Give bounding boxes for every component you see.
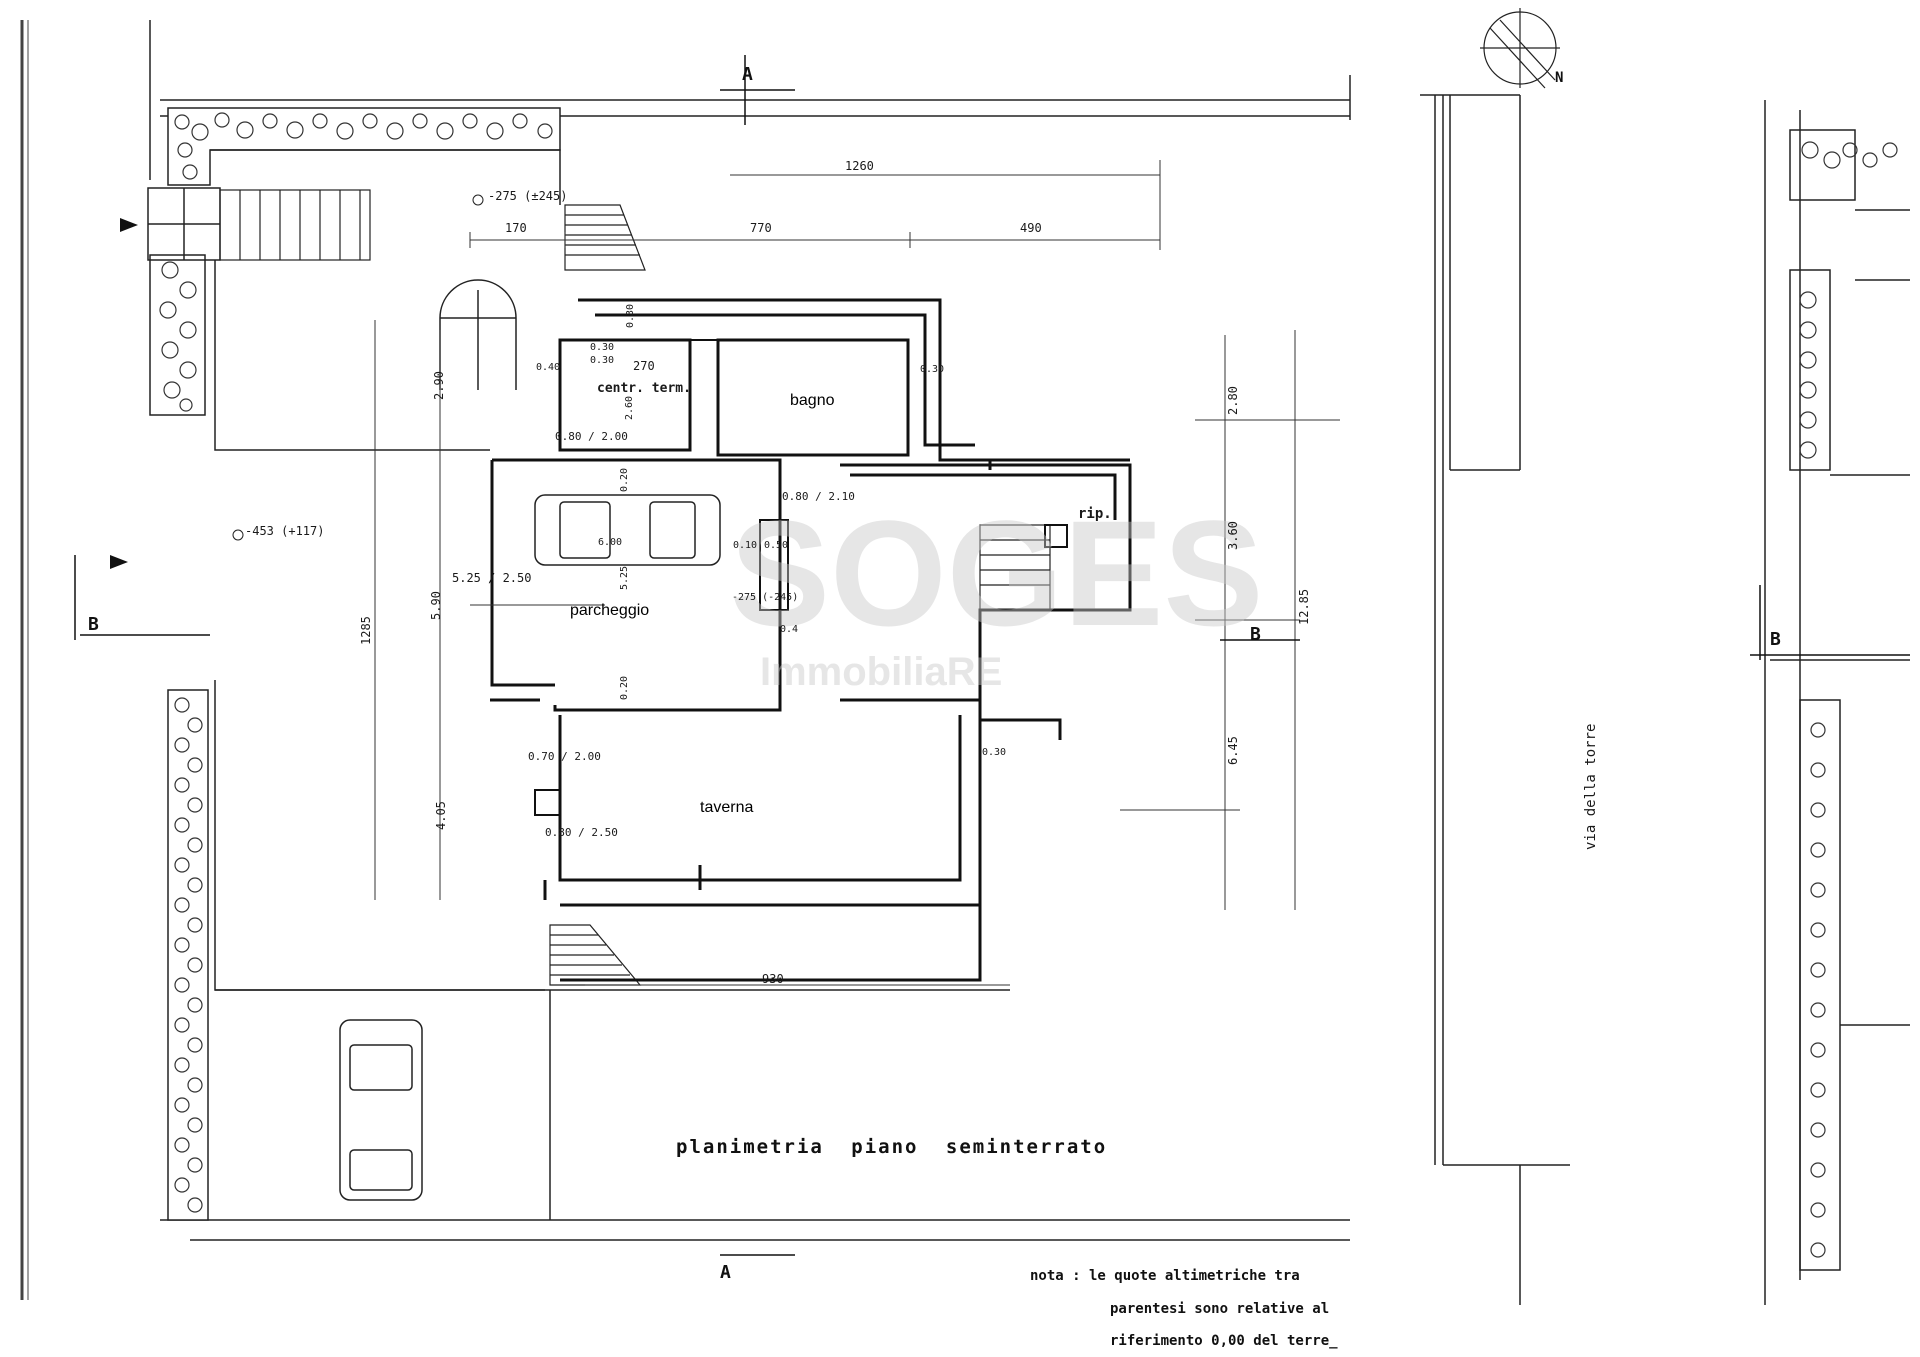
dim-5-90: 5.90 (429, 591, 443, 620)
hedge-left-upper (149, 254, 206, 416)
stairs-bottom (549, 924, 642, 986)
dim-6-45: 6.45 (1226, 736, 1240, 765)
note-line-1: nota : le quote altimetriche tra (1030, 1268, 1300, 1284)
dim-0-30-e: 0.30 (982, 747, 1006, 758)
car-courtyard (339, 1019, 423, 1201)
building-walls (490, 298, 1132, 982)
stairs-top-right (564, 204, 646, 271)
level-marker-yard (232, 529, 244, 541)
section-markers (74, 55, 1910, 1256)
room-label-bagno: bagno (790, 392, 835, 409)
dim-12-85: 12.85 (1297, 589, 1311, 625)
north-arrow (1480, 8, 1560, 89)
plan-title: planimetria piano seminterrato (676, 1136, 1107, 1158)
arched-window (439, 279, 517, 390)
dim-0-30-d: 0.30 (625, 304, 636, 328)
room-label-parcheggio: parcheggio (570, 602, 649, 619)
dim-0-80-2-00: 0.80 / 2.00 (555, 430, 628, 443)
dim-2-90: 2.90 (432, 371, 446, 400)
dim-0-80-2-10: 0.80 / 2.10 (782, 490, 855, 503)
level-marker-entrance (472, 194, 484, 206)
room-label-centrale-termica: centr. term. (597, 381, 691, 396)
dim-0-30-b: 0.30 (590, 355, 614, 366)
section-a-bottom: A (720, 1262, 731, 1283)
watermark-brand: SOGES (730, 489, 1264, 657)
dim-0-70-2-00: 0.70 / 2.00 (528, 750, 601, 763)
dim-0-4: 0.4 (780, 624, 798, 635)
note-line-3: riferimento 0,00 del terre_ (1110, 1333, 1338, 1349)
neighbour-lot (1764, 100, 1910, 1305)
dim-0-10: 0.10 (733, 540, 757, 551)
dim-3-60: 3.60 (1226, 521, 1240, 550)
room-label-taverna: taverna (700, 799, 753, 816)
dim-0-80-2-50: 0.80 / 2.50 (545, 826, 618, 839)
dim-6-00: 6.00 (598, 537, 622, 548)
car-parcheggio (534, 494, 721, 566)
dim-490: 490 (1020, 221, 1042, 235)
note-line-2: parentesi sono relative al (1110, 1301, 1329, 1317)
section-a-top: A (742, 64, 753, 85)
dim-0-20-a: 0.20 (619, 468, 630, 492)
courtyard-lower (214, 680, 1010, 1220)
dim-0-30-a: 0.30 (590, 342, 614, 353)
dim-5-25: 5.25 (619, 566, 630, 590)
street-label: via della torre (1583, 724, 1599, 850)
stairs-ripostiglio (979, 524, 1051, 611)
dim-2-60: 2.60 (624, 396, 635, 420)
dim-2-80: 2.80 (1226, 386, 1240, 415)
dim-0-20-b: 0.20 (619, 676, 630, 700)
entry-arrow-top (120, 218, 138, 232)
section-b-left: B (88, 614, 99, 635)
dim-5-25-2-50: 5.25 / 2.50 (452, 571, 531, 585)
dim-930: 930 (762, 972, 784, 986)
section-b-right: B (1770, 629, 1781, 650)
section-b-middle: B (1250, 624, 1261, 645)
street-band (1420, 94, 1570, 1305)
entry-arrow-mid (110, 555, 128, 569)
courtyard-upper (210, 149, 561, 451)
dim-0-30-c: 0.30 (920, 364, 944, 375)
room-label-ripostiglio: rip. (1078, 506, 1112, 522)
entrance-gate (147, 187, 221, 261)
interior-partitions (534, 339, 1068, 816)
dim-0-40: 0.40 (536, 362, 560, 373)
neighbour-hedges (1799, 141, 1898, 1258)
level-yard: -453 (+117) (245, 524, 324, 538)
dim-170: 170 (505, 221, 527, 235)
scan-edge (20, 20, 29, 1300)
watermark-sub: ImmobiliaRE (760, 650, 1002, 694)
north-label: N (1555, 70, 1563, 86)
hedge-left-lower (167, 689, 209, 1221)
dim-270: 270 (633, 359, 655, 373)
hedge-top (167, 107, 561, 186)
stairs-entrance (219, 189, 371, 261)
dim-4-05: 4.05 (434, 801, 448, 830)
dim-1260: 1260 (845, 159, 874, 173)
dim-0-50: 0.50 (764, 540, 788, 551)
level-entrance: -275 (±245) (488, 189, 567, 203)
dim-1285: 1285 (359, 616, 373, 645)
level-parking: -275 (-245) (732, 592, 798, 603)
dimension-lines (374, 160, 1340, 986)
dim-770: 770 (750, 221, 772, 235)
